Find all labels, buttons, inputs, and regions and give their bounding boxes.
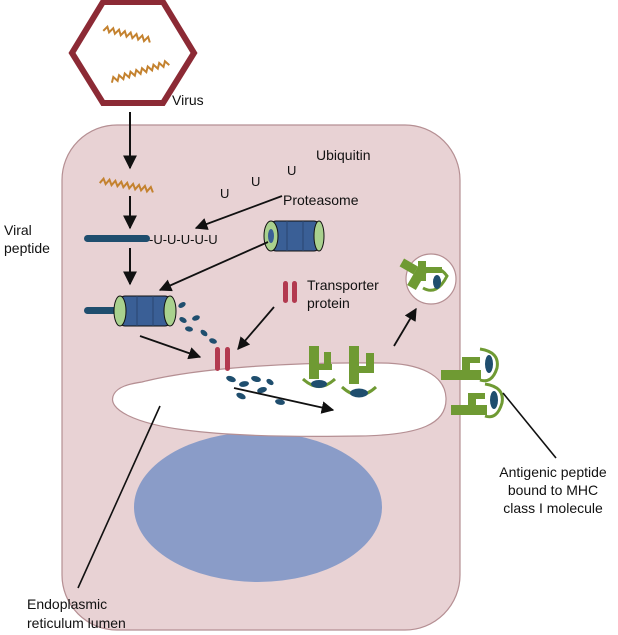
viral-peptide bbox=[84, 235, 150, 242]
arrow-ubiquitin-to-peptide bbox=[194, 195, 283, 230]
proteasome-label: Proteasome bbox=[283, 192, 359, 208]
ubiquitin-unit-2: U bbox=[251, 174, 260, 189]
nucleus bbox=[134, 432, 382, 582]
arrow-er-to-vesicle bbox=[393, 307, 417, 347]
transporter-label-line1: Transporter bbox=[307, 277, 379, 293]
arrow-fragments-to-transporter bbox=[139, 335, 202, 360]
antigenic-label-line3: class I molecule bbox=[503, 500, 603, 516]
antigenic-label-line1: Antigenic peptide bbox=[499, 464, 607, 480]
pointer-er-lumen bbox=[77, 405, 161, 589]
mhc-in-vesicle bbox=[399, 258, 449, 292]
peptide-fragments bbox=[178, 302, 217, 344]
arrow-er-transport bbox=[233, 387, 335, 414]
ubiquitin-label: Ubiquitin bbox=[316, 147, 370, 163]
transporter-legend-icon bbox=[283, 281, 297, 303]
er-peptides bbox=[226, 375, 285, 405]
mhc-surface-2 bbox=[451, 382, 504, 419]
virus bbox=[68, 0, 198, 106]
er-label-line2: reticulum lumen bbox=[27, 615, 126, 631]
ubiquitin-unit-3: U bbox=[287, 163, 296, 178]
arrow-proteasome-join bbox=[158, 241, 269, 292]
antigenic-label-line2: bound to MHC bbox=[508, 482, 598, 498]
transporter-label-line2: protein bbox=[307, 295, 350, 311]
proteasome-processing bbox=[84, 295, 177, 327]
transporter-protein bbox=[215, 347, 230, 371]
mhc-surface-1 bbox=[441, 347, 499, 383]
viral-peptide-label-line2: peptide bbox=[4, 240, 50, 256]
mhc-in-er-2 bbox=[340, 346, 378, 398]
viral-rna-strand-1 bbox=[102, 24, 151, 43]
virus-label: Virus bbox=[172, 92, 204, 108]
ubiquitin-unit-1: U bbox=[220, 186, 229, 201]
arrow-transporter-legend bbox=[237, 306, 275, 350]
ubiquitin-chain-label: -U-U-U-U-U bbox=[149, 232, 218, 247]
virus-capsid bbox=[68, 0, 198, 106]
viral-peptide-label-line1: Viral bbox=[4, 222, 32, 238]
er-label-line1: Endoplasmic bbox=[27, 596, 107, 612]
proteasome-free bbox=[263, 220, 325, 252]
viral-rna-strand-2 bbox=[110, 59, 170, 83]
pointer-antigenic bbox=[502, 392, 557, 459]
viral-rna-released bbox=[98, 176, 154, 194]
mhc-in-er-1 bbox=[301, 346, 337, 388]
